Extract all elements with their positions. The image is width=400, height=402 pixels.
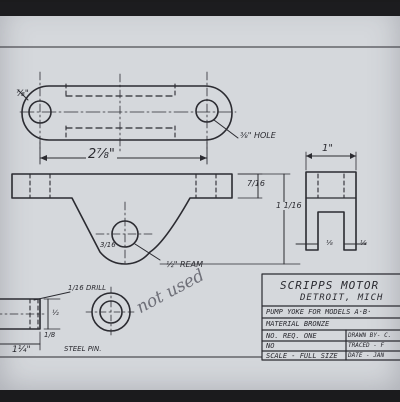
side-width-dim: 1": [322, 143, 333, 154]
title-company: SCRIPPS MOTOR: [280, 279, 380, 292]
title-date: DATE - JAN: [348, 352, 385, 359]
pin-side-view: [0, 298, 41, 330]
title-block-frame: [261, 273, 400, 361]
title-part: PUMP YOKE FOR MODELS A·B·: [266, 308, 372, 316]
pin-length-dim: 1¼": [12, 345, 31, 355]
front-thickness-dim: 3/16: [100, 241, 116, 249]
pin-drill-callout: 1/16 DRILL: [68, 284, 107, 292]
front-view: [11, 173, 301, 265]
title-qty: NO. REQ. ONE: [266, 332, 317, 340]
pin-offset-dim: 1/8: [44, 331, 56, 339]
front-width-dim: 1 1/16: [276, 201, 302, 210]
title-no: NO: [266, 342, 275, 350]
ream-callout: ½" REAM: [166, 260, 203, 269]
title-drawn-by: DRAWN BY- C.: [348, 332, 392, 339]
drawing-sheet: ⅞" ⅜" HOLE 2⅞" 7/16 1 1/16 ½" REAM 3/16 …: [0, 2, 400, 390]
length-dim: 2⅞": [86, 147, 117, 162]
pin-label: STEEL PIN.: [64, 345, 102, 353]
title-scale: SCALE - FULL SIZE: [266, 352, 338, 360]
top-view-outline: [21, 85, 233, 141]
title-city: DETROIT, MICH: [300, 293, 384, 303]
corner-radius-dim: ⅞": [16, 89, 29, 99]
steel-pin-views: [0, 286, 137, 351]
side-gap-dim: ⅛: [360, 239, 367, 247]
title-traced: TRACED - F: [348, 342, 385, 349]
top-view: [17, 71, 239, 165]
side-slot-dim: ⅛: [326, 239, 333, 247]
title-material: MATERIAL BRONZE: [266, 320, 330, 328]
hole-callout: ⅜" HOLE: [240, 131, 276, 140]
front-view-outline: [11, 173, 233, 265]
side-view: [295, 151, 367, 251]
sheet-top-edge: [0, 2, 400, 16]
pin-dia-dim: ½: [52, 309, 59, 317]
front-height-dim: 7/16: [247, 179, 265, 188]
